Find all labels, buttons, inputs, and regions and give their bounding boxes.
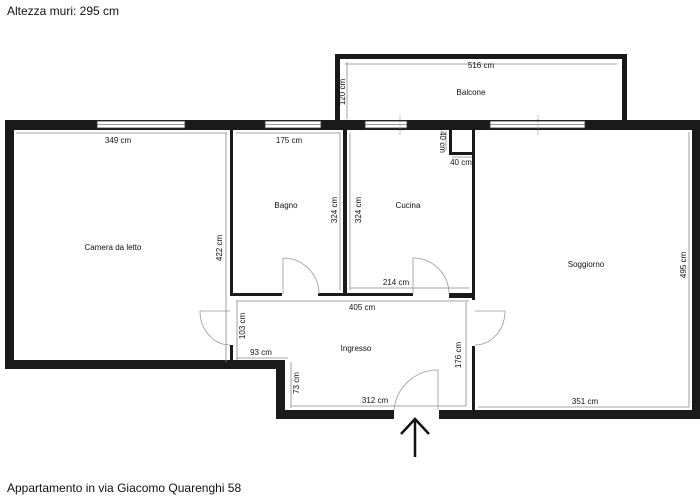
dim-ingresso-step-w: 93 cm [250,348,272,357]
balcony-walls [335,54,627,124]
windows [96,115,586,135]
dim-ingresso-right: 176 cm [454,342,463,369]
room-label-ingresso: Ingresso [341,344,372,353]
bottom-wall-left [276,410,394,419]
dim-niche-width: 40 cm [450,158,472,167]
left-wall [5,120,14,365]
interior-walls [230,130,475,414]
step-wall [276,360,285,419]
dim-niche-height: 40 cm [438,131,447,153]
top-wall [5,120,700,130]
room-label-soggiorno: Soggiorno [568,260,605,269]
dim-camera-width: 349 cm [105,136,132,145]
right-wall [692,120,700,419]
room-label-balcone: Balcone [457,88,486,97]
dim-bagno-height: 324 cm [330,197,339,224]
room-label-camera: Camera da letto [85,243,142,252]
dim-soggiorno-height: 495 cm [679,252,688,279]
bedroom-bottom-wall [5,360,285,369]
wall-height-label: Altezza muri: 295 cm [7,4,120,18]
dim-cucina-width: 214 cm [383,278,410,287]
dim-cucina-height: 324 cm [354,197,363,224]
dim-balcone-width: 516 cm [468,61,495,70]
dim-soggiorno-width: 351 cm [572,397,599,406]
doors [199,257,506,411]
room-label-cucina: Cucina [396,201,421,210]
dim-ingresso-bottom: 312 cm [362,396,389,405]
address-label: Appartamento in via Giacomo Quarenghi 58 [7,481,242,495]
dimension-lines [16,62,690,408]
dim-balcone-depth: 120 cm [338,79,347,106]
dim-camera-height: 422 cm [215,235,224,262]
arrow-up-icon [400,417,430,457]
dim-bagno-width: 175 cm [276,136,303,145]
dim-ingresso-top: 405 cm [349,303,376,312]
dim-ingresso-left: 103 cm [238,313,247,340]
dim-ingresso-step-h: 73 cm [292,372,301,394]
bottom-wall-right [439,410,700,419]
room-label-bagno: Bagno [274,201,298,210]
